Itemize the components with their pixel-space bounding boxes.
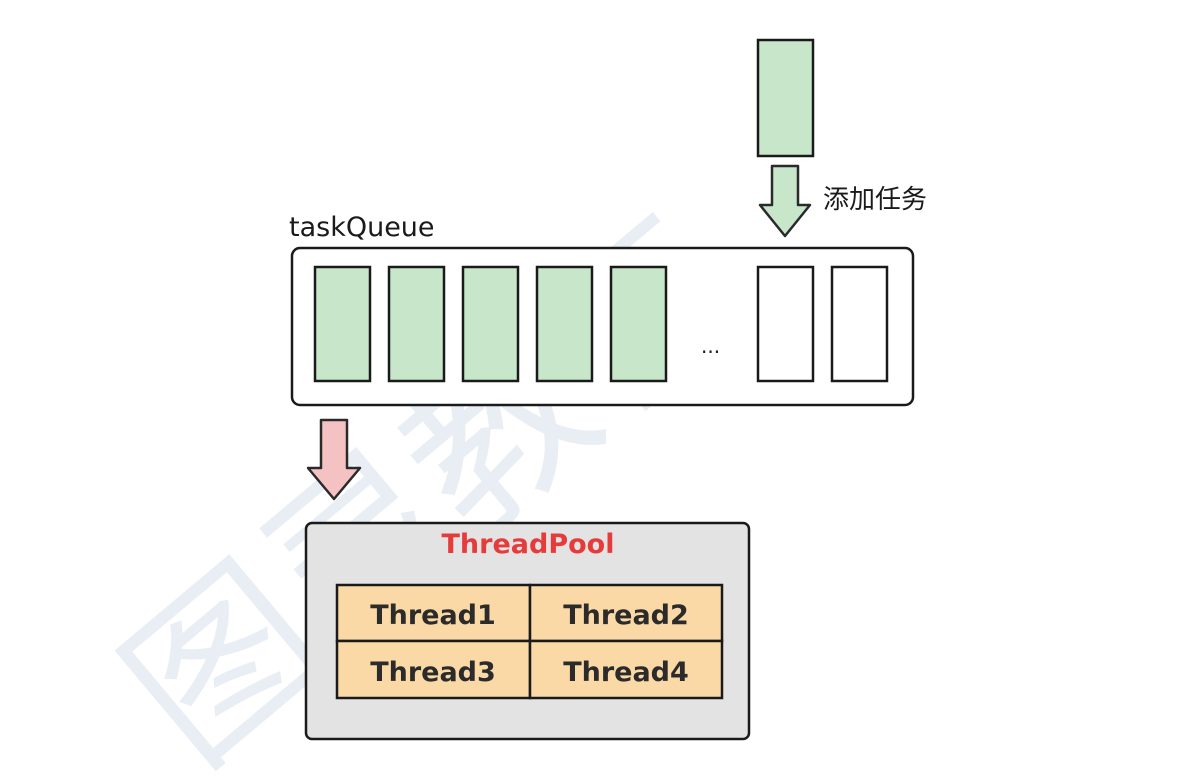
queued-task [461, 265, 520, 383]
queued-task [313, 265, 372, 383]
thread-label: Thread4 [563, 657, 689, 688]
queued-task [387, 265, 446, 383]
thread-pool-title: ThreadPool [442, 529, 615, 560]
queued-task [609, 265, 668, 383]
empty-slots [756, 265, 889, 383]
add-task-arrow [758, 164, 812, 238]
thread-grid: Thread1 Thread2 Thread3 Thread4 [335, 583, 724, 700]
thread-cell [528, 639, 724, 700]
incoming-task-block [756, 38, 815, 158]
thread-label: Thread3 [370, 657, 496, 688]
dispatch-arrow [306, 418, 362, 501]
task-queue-label: taskQueue [289, 212, 435, 243]
thread-cell [528, 583, 724, 643]
thread-cell [335, 639, 532, 700]
task-queue-container [290, 246, 915, 407]
queued-tasks [313, 265, 668, 383]
empty-slot [756, 265, 815, 383]
queue-ellipsis: ... [701, 334, 720, 358]
thread-label: Thread2 [563, 600, 689, 631]
thread-label: Thread1 [370, 600, 496, 631]
empty-slot [830, 265, 889, 383]
add-task-label: 添加任务 [823, 185, 927, 215]
queued-task [535, 265, 594, 383]
